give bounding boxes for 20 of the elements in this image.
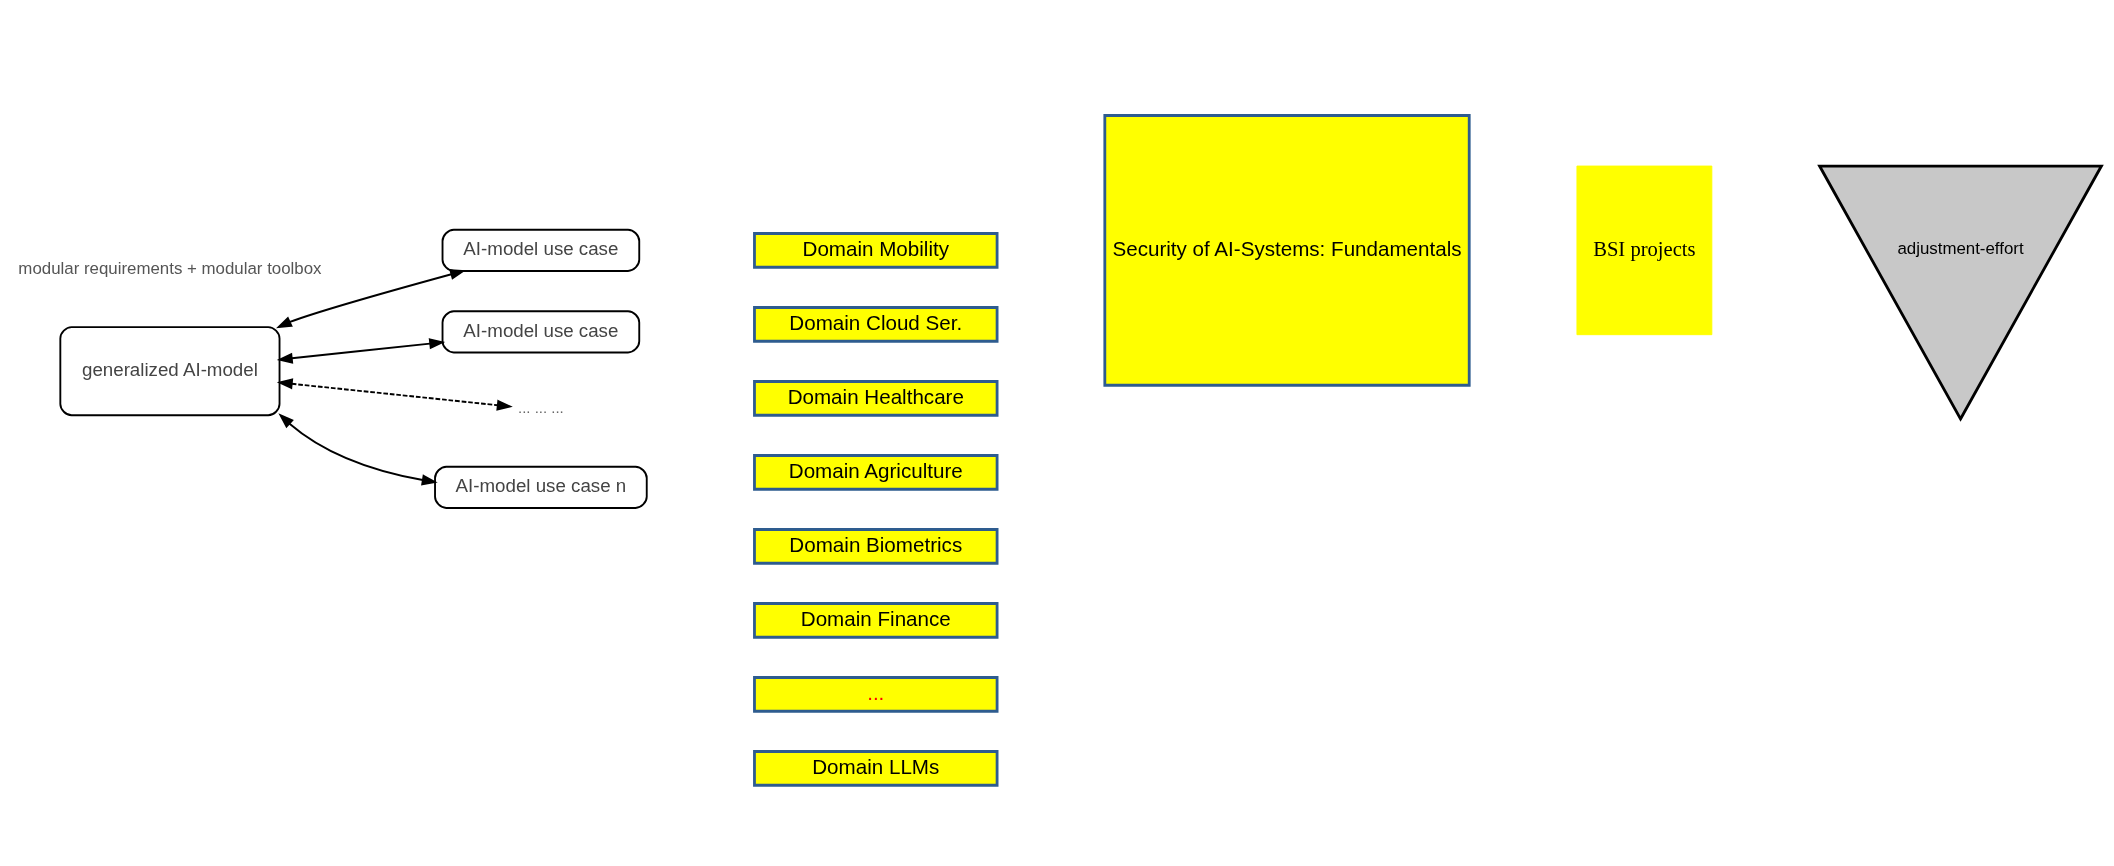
node-box: Domain Biometrics [753, 527, 999, 565]
node-box: generalized AI-model [59, 325, 281, 416]
node-box: ... [753, 675, 999, 713]
node-text: ... ... ... [518, 398, 564, 416]
node-box: Domain Healthcare [753, 379, 999, 417]
node-label: modular requirements + modular toolbox [18, 258, 322, 278]
arrow [278, 412, 438, 485]
node-box: BSI projects [1576, 165, 1713, 335]
node-box: Domain Agriculture [753, 453, 999, 491]
node-box: AI-model use case n [434, 465, 648, 509]
node-box: Domain Mobility [753, 231, 999, 269]
node-box: Domain Finance [753, 601, 999, 639]
arrow [276, 268, 466, 328]
arrow [276, 377, 513, 411]
node-box: Domain LLMs [753, 749, 999, 787]
node-box: Security of AI-Systems: Fundamentals [1103, 113, 1471, 387]
node-box: AI-model use case [441, 309, 641, 353]
node-box: AI-model use case [441, 228, 641, 272]
node-box: Domain Cloud Ser. [753, 305, 999, 343]
arrow [276, 337, 446, 364]
